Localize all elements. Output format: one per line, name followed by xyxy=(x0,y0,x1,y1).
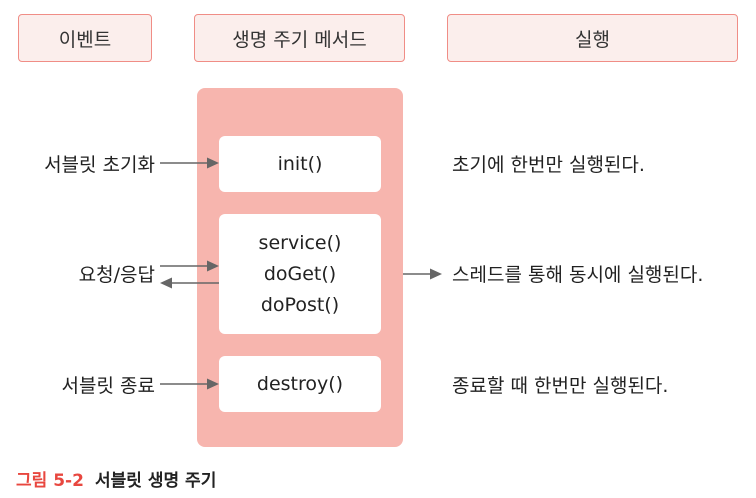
header-execution: 실행 xyxy=(447,14,738,62)
arrow-request-to-method xyxy=(160,260,219,272)
destroy-method-box: destroy() xyxy=(219,356,381,412)
figure-title: 서블릿 생명 주기 xyxy=(95,471,217,491)
init-method-box: init() xyxy=(219,136,381,192)
figure-number: 그림 5-2 xyxy=(16,471,84,491)
event-end-label: 서블릿 종료 xyxy=(61,375,155,397)
arrow-end-to-method xyxy=(160,378,219,390)
service-method-box: service() doGet() doPost() xyxy=(219,214,381,334)
arrow-init-to-method xyxy=(160,157,219,169)
header-event-label: 이벤트 xyxy=(58,28,112,51)
service-method-label: service() xyxy=(258,231,342,254)
figure-caption: 그림 5-2 서블릿 생명 주기 xyxy=(16,466,216,491)
header-event: 이벤트 xyxy=(18,14,152,62)
header-execution-label: 실행 xyxy=(575,28,610,51)
arrow-service-to-execution xyxy=(403,268,442,280)
execution-request-label: 스레드를 통해 동시에 실행된다. xyxy=(452,264,704,286)
execution-init-label: 초기에 한번만 실행된다. xyxy=(452,154,645,176)
dopost-method-label: doPost() xyxy=(260,293,340,316)
destroy-method-label: destroy() xyxy=(256,372,344,395)
arrow-method-to-response xyxy=(160,277,219,289)
execution-end-label: 종료할 때 한번만 실행된다. xyxy=(452,375,669,397)
init-method-label: init() xyxy=(277,152,323,175)
header-lifecycle-label: 생명 주기 메서드 xyxy=(232,28,367,51)
event-init-label: 서블릿 초기화 xyxy=(44,154,155,176)
header-lifecycle: 생명 주기 메서드 xyxy=(194,14,405,62)
doget-method-label: doGet() xyxy=(263,262,337,285)
event-request-label: 요청/응답 xyxy=(78,264,155,286)
